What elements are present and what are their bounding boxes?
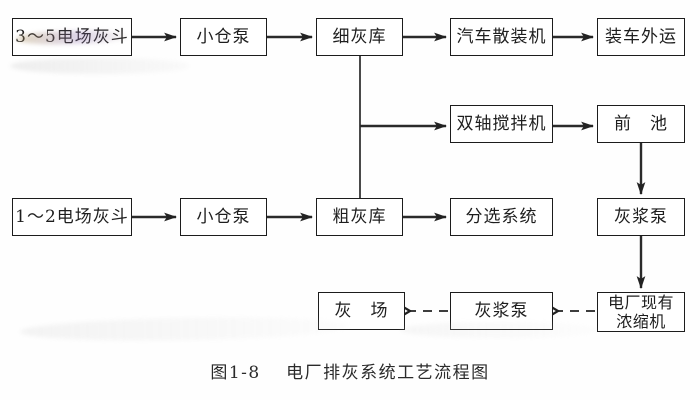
node-slurry-pump-bottom: 灰浆泵 bbox=[450, 292, 553, 330]
node-coarse-ash-silo: 粗灰库 bbox=[316, 198, 403, 236]
node-bin-pump-bottom: 小仓泵 bbox=[180, 198, 267, 236]
existing-thickener-line1: 电厂现有 bbox=[607, 292, 674, 312]
node-ash-hopper-3-5: 3～5电场灰斗 bbox=[12, 18, 132, 56]
node-truck-bulk-loader: 汽车散装机 bbox=[450, 18, 553, 56]
node-ash-hopper-1-2: 1～2电场灰斗 bbox=[12, 198, 132, 236]
node-existing-thickener: 电厂现有 浓缩机 bbox=[597, 292, 685, 332]
node-load-transport-out: 装车外运 bbox=[597, 18, 685, 56]
node-fore-pool: 前 池 bbox=[597, 105, 685, 143]
node-twin-shaft-mixer: 双轴搅拌机 bbox=[450, 105, 553, 143]
figure-caption: 图1-8 电厂排灰系统工艺流程图 bbox=[210, 363, 490, 383]
node-sorting-system: 分选系统 bbox=[450, 198, 553, 236]
node-ash-yard: 灰 场 bbox=[318, 292, 405, 330]
node-slurry-pump-right: 灰浆泵 bbox=[597, 198, 685, 236]
existing-thickener-line2: 浓缩机 bbox=[616, 312, 666, 331]
node-bin-pump-top: 小仓泵 bbox=[180, 18, 267, 56]
node-fine-ash-silo: 细灰库 bbox=[316, 18, 403, 56]
